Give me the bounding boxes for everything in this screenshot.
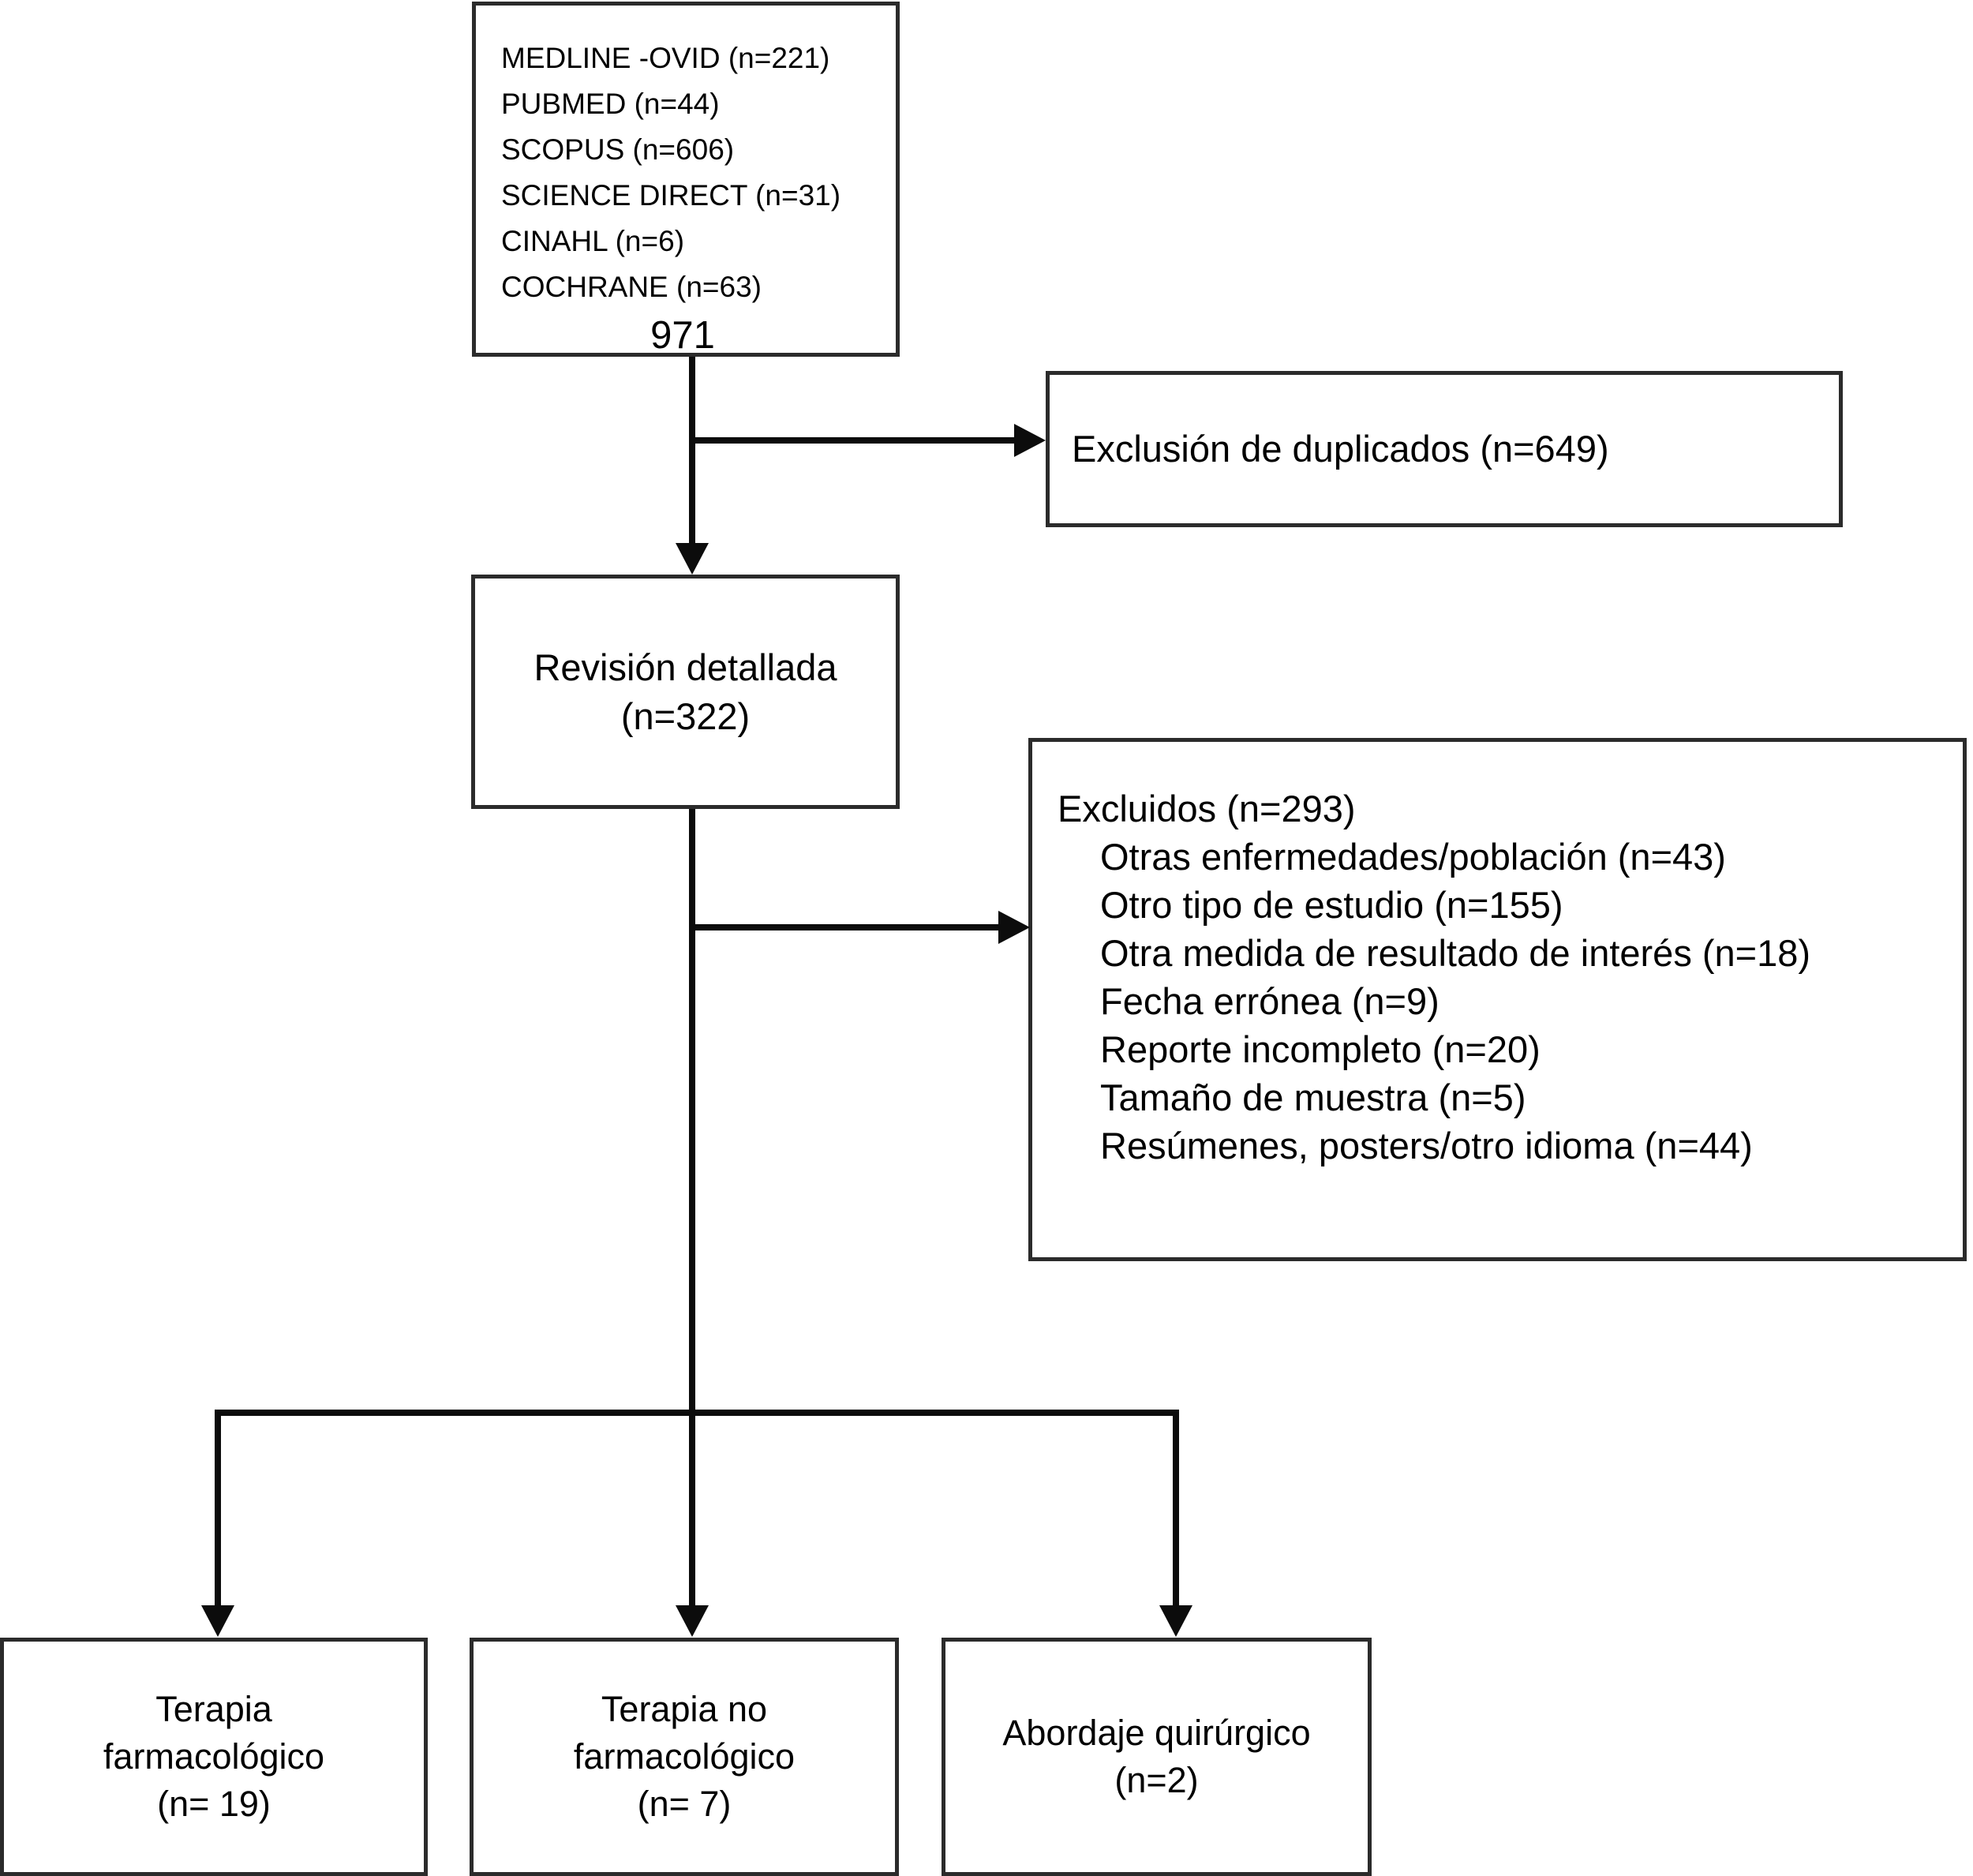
pharmacological-line2: farmacológico (103, 1736, 325, 1777)
arrowhead-sources-to-duplicates (1014, 424, 1046, 457)
source-entry-pubmed: PUBMED (n=44) (501, 88, 720, 120)
non-pharmacological-line1: Terapia no (601, 1689, 768, 1729)
excluded-reason-incomplete: Reporte incompleto (n=20) (1100, 1028, 1541, 1070)
excluded-reason-other-outcome: Otra medida de resultado de interés (n=1… (1100, 932, 1811, 974)
review-title: Revisión detallada (533, 646, 837, 688)
node-excluded-reasons: Excluidos (n=293) Otras enfermedades/pob… (1028, 738, 1967, 1261)
excluded-reason-abstracts: Resúmenes, posters/otro idioma (n=44) (1100, 1125, 1753, 1166)
node-surgical-approach: Abordaje quirúrgico (n=2) (942, 1638, 1372, 1876)
node-database-sources: MEDLINE -OVID (n=221) PUBMED (n=44) SCOP… (472, 2, 900, 357)
surgical-line1: Abordaje quirúrgico (1002, 1713, 1311, 1753)
node-non-pharmacological-therapy: Terapia no farmacológico (n= 7) (470, 1638, 899, 1876)
surgical-count: (n=2) (1114, 1760, 1199, 1800)
pharmacological-count: (n= 19) (157, 1784, 271, 1824)
connector-to-pharmacological (215, 1410, 221, 1607)
database-sources-list: MEDLINE -OVID (n=221) PUBMED (n=44) SCOP… (501, 6, 896, 361)
connector-to-non-pharmacological (689, 1410, 695, 1607)
source-entry-science-direct: SCIENCE DIRECT (n=31) (501, 179, 841, 212)
duplicates-label: Exclusión de duplicados (n=649) (1072, 428, 1609, 470)
node-duplicates-excluded: Exclusión de duplicados (n=649) (1046, 371, 1843, 527)
non-pharmacological-line2: farmacológico (573, 1736, 796, 1777)
connector-sources-to-review (689, 357, 695, 545)
excluded-reason-sample-size: Tamaño de muestra (n=5) (1100, 1077, 1526, 1118)
node-detailed-review: Revisión detallada (n=322) (471, 575, 900, 809)
source-entry-cochrane: COCHRANE (n=63) (501, 271, 762, 303)
excluded-reasons-list: Excluidos (n=293) Otras enfermedades/pob… (1058, 742, 1963, 1170)
excluded-reason-other-disease: Otras enfermedades/población (n=43) (1100, 836, 1726, 878)
source-entry-scopus: SCOPUS (n=606) (501, 133, 735, 166)
source-total-count: 971 (650, 314, 715, 357)
non-pharmacological-count: (n= 7) (637, 1784, 732, 1824)
source-entry-cinahl: CINAHL (n=6) (501, 225, 685, 257)
arrowhead-to-surgical (1159, 1605, 1192, 1637)
arrowhead-review-to-excluded (998, 911, 1030, 944)
connector-review-to-excluded (689, 924, 998, 931)
source-entry-medline: MEDLINE -OVID (n=221) (501, 42, 830, 74)
excluded-reason-wrong-date: Fecha errónea (n=9) (1100, 980, 1440, 1022)
pharmacological-line1: Terapia (155, 1689, 272, 1729)
connector-to-surgical (1173, 1410, 1179, 1607)
node-pharmacological-therapy: Terapia farmacológico (n= 19) (0, 1638, 428, 1876)
arrowhead-to-pharmacological (201, 1605, 234, 1637)
excluded-reason-other-study: Otro tipo de estudio (n=155) (1100, 884, 1563, 926)
connector-sources-to-duplicates (689, 437, 1014, 444)
connector-outcome-distribution-bar (215, 1410, 1179, 1416)
review-count: (n=322) (620, 695, 751, 737)
excluded-heading: Excluidos (n=293) (1058, 788, 1356, 829)
arrowhead-sources-to-review (676, 543, 709, 575)
arrowhead-to-non-pharmacological (676, 1605, 709, 1637)
connector-review-spine (689, 809, 695, 1413)
